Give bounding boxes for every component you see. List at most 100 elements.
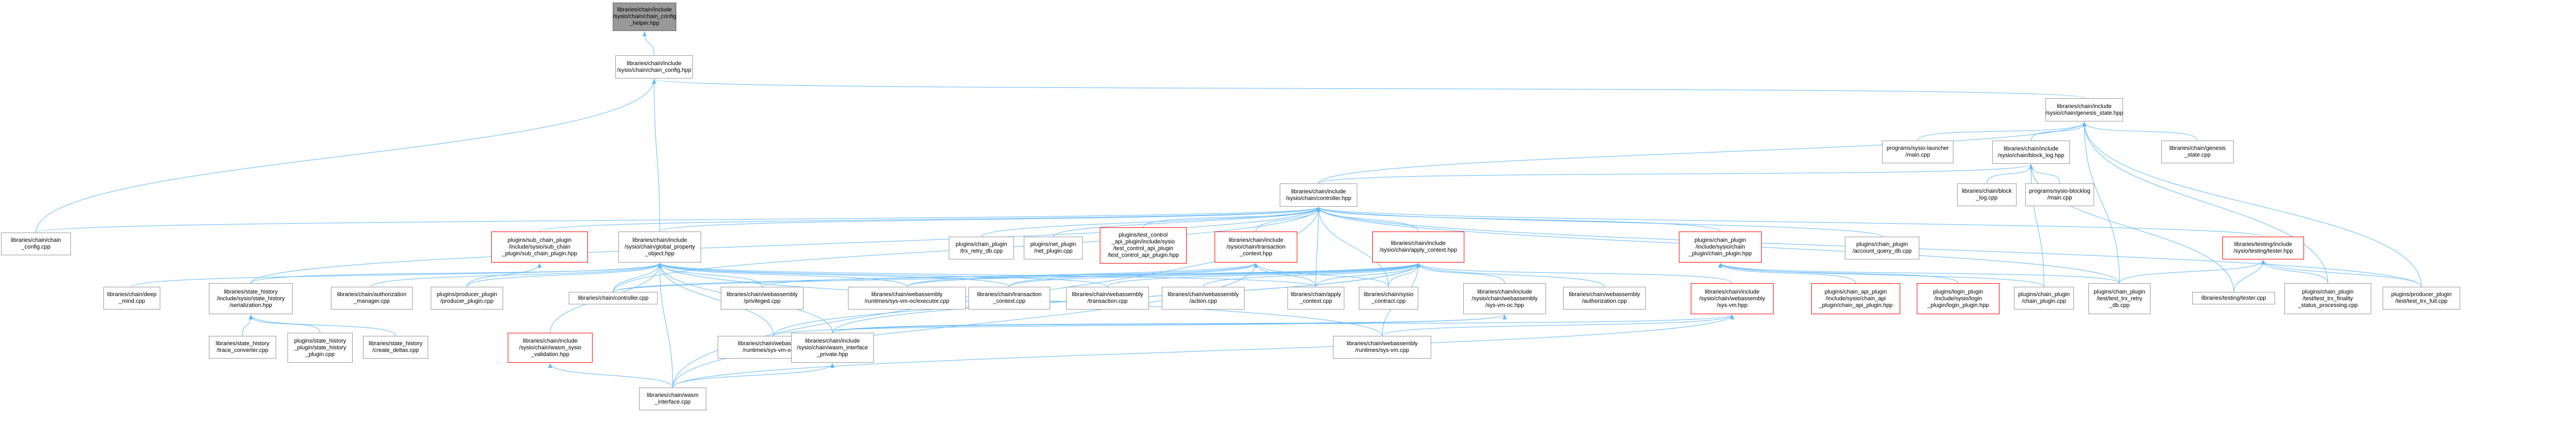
node-global-property[interactable]: libraries/chain/include /sysio/chain/glo…: [618, 232, 701, 263]
node-wasm-sysio-validation[interactable]: libraries/chain/include /sysio/chain/was…: [508, 333, 593, 363]
edge-block-log-to-controller: [1318, 164, 2033, 184]
node-transaction-context-cpp[interactable]: libraries/chain/transaction _context.cpp: [968, 287, 1050, 310]
edge-genesis-state-to-test-trx-full: [2082, 121, 2422, 287]
node-testing-tester[interactable]: libraries/testing/include /sysio/testing…: [2222, 237, 2304, 259]
edge-controller-to-testing-tester: [1316, 207, 2264, 237]
node-state-history-serialization[interactable]: libraries/state_history /include/sysio/s…: [209, 283, 293, 314]
node-controller-cpp[interactable]: libraries/chain/controller.cpp: [569, 292, 658, 304]
edge-sys-vm-oc-hpp-to-wasm-interface-private: [832, 314, 1507, 333]
edge-controller-to-account-query-db: [1316, 207, 1883, 237]
edge-controller-to-apply-context: [1316, 207, 1419, 232]
node-sys-vm-hpp[interactable]: libraries/chain/include /sysio/chain/web…: [1691, 283, 1774, 314]
node-sys-vm-cpp[interactable]: libraries/chain/webassembly /runtimes/sy…: [1333, 336, 1431, 359]
node-test-control[interactable]: plugins/test_control _api_plugin/include…: [1100, 227, 1187, 264]
edge-sys-vm-oc-hpp-to-sys-vm-oc-cpp: [773, 314, 1507, 336]
node-transaction-context[interactable]: libraries/chain/include /sysio/chain/tra…: [1215, 232, 1297, 263]
edge-apply-context-to-sys-vm-oc-hpp: [1416, 263, 1505, 284]
edge-controller-to-chain-plugin-hpp: [1316, 207, 1721, 232]
edge-state-history-serialization-to-state-history-plugin: [249, 314, 321, 333]
edge-chain-config-to-global-property: [652, 79, 660, 232]
node-trace-converter[interactable]: libraries/state_history /trace_converter…: [209, 336, 276, 359]
edge-apply-context-to-sys-vm-hpp: [1416, 263, 1733, 284]
node-deep-mind[interactable]: libraries/chain/deep _mind.cpp: [103, 287, 160, 310]
edge-global-property-to-webassembly-transaction: [658, 263, 1108, 287]
node-create-deltas[interactable]: libraries/state_history /create_deltas.c…: [363, 336, 428, 359]
node-test-trx-full[interactable]: plugins/producer_plugin /test/test_trx_f…: [2383, 287, 2460, 310]
edge-global-property-to-state-history-serialization: [250, 263, 662, 284]
node-chain-plugin-hpp[interactable]: plugins/chain_plugin /include/sysio/chai…: [1679, 232, 1762, 263]
edge-controller-to-chain-config-cpp: [36, 207, 1321, 233]
node-sys-vm-oc-hpp[interactable]: libraries/chain/include /sysio/chain/web…: [1463, 283, 1546, 314]
node-webassembly-authorization[interactable]: libraries/chain/webassembly /authorizati…: [1563, 287, 1646, 310]
edge-apply-context-to-webassembly-action: [1203, 263, 1420, 287]
edge-global-property-to-authorization-manager: [371, 263, 662, 287]
node-chain-config-cpp[interactable]: libraries/chain/chain _config.cpp: [1, 233, 71, 255]
edge-testing-tester-to-test-trx-full: [2261, 259, 2422, 287]
node-webassembly-action[interactable]: libraries/chain/webassembly /action.cpp: [1162, 287, 1245, 310]
edge-genesis-state-to-genesis-state-cpp: [2082, 121, 2198, 141]
node-sys-vm-oc-executor[interactable]: libraries/chain/webassembly /runtimes/sy…: [848, 287, 966, 310]
node-genesis-state-cpp[interactable]: libraries/chain/genesis _state.cpp: [2161, 141, 2234, 163]
node-chain-plugin-cpp[interactable]: plugins/chain_plugin /chain_plugin.cpp: [2014, 287, 2074, 310]
edge-block-log-to-sysio-blocklog: [2029, 164, 2060, 184]
edge-genesis-state-to-controller: [1318, 121, 2086, 184]
edge-controller-to-global-property: [659, 207, 1321, 232]
edge-state-history-serialization-to-trace-converter: [242, 314, 253, 336]
node-test-trx-finality[interactable]: plugins/chain_plugin /test/test_trx_fina…: [2284, 283, 2371, 314]
node-account-query-db[interactable]: plugins/chain_plugin /account_query_db.c…: [1845, 237, 1919, 259]
edge-wasm-interface-private-to-wasm-interface-cpp: [672, 363, 835, 388]
node-sysio-contract[interactable]: libraries/chain/sysio _contract.cpp: [1359, 287, 1418, 310]
edge-apply-context-to-webassembly-transaction: [1107, 263, 1420, 287]
edge-sub-chain-plugin-to-producer-plugin-cpp: [466, 263, 542, 287]
node-login-plugin[interactable]: plugins/login_plugin /include/sysio/logi…: [1917, 283, 1999, 314]
edge-sys-vm-hpp-to-sys-vm-cpp: [1382, 314, 1734, 336]
node-genesis-state[interactable]: libraries/chain/include /sysio/chain/gen…: [2045, 98, 2123, 121]
edge-testing-tester-to-test-trx-finality: [2261, 259, 2328, 284]
node-apply-context[interactable]: libraries/chain/include /sysio/chain/app…: [1372, 232, 1464, 263]
edge-wasm-sysio-validation-to-wasm-interface-cpp: [548, 363, 673, 388]
node-wasm-interface-cpp[interactable]: libraries/chain/wasm _interface.cpp: [639, 388, 706, 410]
edge-global-property-to-producer-plugin-cpp: [466, 263, 662, 287]
node-block-log-cpp[interactable]: libraries/chain/block _log.cpp: [1957, 183, 2017, 206]
edge-global-property-to-apply-context-cpp: [658, 263, 1316, 287]
edge-sys-vm-hpp-to-wasm-interface-cpp: [672, 314, 1734, 388]
edge-apply-context-to-sys-vm-oc-executor: [906, 263, 1420, 287]
edge-global-property-to-wasm-interface-cpp: [658, 263, 673, 388]
node-state-history-plugin[interactable]: plugins/state_history _plugin/state_hist…: [287, 333, 353, 363]
node-producer-plugin-cpp[interactable]: plugins/producer_plugin /producer_plugin…: [431, 287, 503, 310]
edge-chain-plugin-hpp-to-test-trx-retry-db: [1718, 263, 2120, 284]
edge-apply-context-to-transaction-context-cpp: [1009, 263, 1420, 287]
edge-chain-config-helper-to-chain-config: [642, 31, 655, 56]
node-trx-retry-db[interactable]: plugins/chain_plugin /trx_retry_db.cpp: [949, 237, 1014, 259]
edge-genesis-state-to-test-trx-retry-db: [2082, 121, 2120, 284]
node-authorization-manager[interactable]: libraries/chain/authorization _manager.c…: [331, 287, 413, 310]
edge-transaction-context-to-controller-cpp: [613, 263, 1258, 292]
edge-block-log-to-block-log-cpp: [1987, 164, 2033, 184]
node-tester-cpp[interactable]: libraries/testing/tester.cpp: [2192, 292, 2275, 304]
node-webassembly-transaction[interactable]: libraries/chain/webassembly /transaction…: [1066, 287, 1149, 310]
node-webassembly-privileged[interactable]: libraries/chain/webassembly /privileged.…: [721, 287, 804, 310]
edge-sys-vm-hpp-to-wasm-interface-private: [832, 314, 1734, 333]
edge-testing-tester-to-test-trx-retry-db: [2119, 259, 2265, 284]
edge-global-property-to-deep-mind: [131, 263, 662, 287]
node-net-plugin[interactable]: plugins/net_plugin /net_plugin.cpp: [1024, 237, 1083, 259]
edge-testing-tester-to-tester-cpp: [2233, 259, 2265, 292]
node-wasm-interface-private[interactable]: libraries/chain/include /sysio/chain/was…: [791, 333, 874, 363]
edge-chain-plugin-hpp-to-chain-api-plugin: [1718, 263, 1856, 284]
node-sub-chain-plugin[interactable]: plugins/sub_chain_plugin /include/sysio/…: [491, 232, 588, 263]
edge-genesis-state-to-sysio-launcher: [1917, 121, 2086, 141]
edge-chain-config-to-genesis-state: [652, 79, 2085, 99]
node-block-log[interactable]: libraries/chain/include /sysio/chain/blo…: [1992, 141, 2070, 164]
node-chain-config[interactable]: libraries/chain/include /sysio/chain/cha…: [615, 55, 693, 79]
edge-controller-to-sub-chain-plugin: [539, 207, 1321, 232]
node-sysio-launcher[interactable]: programs/sysio-launcher /main.cpp: [1882, 141, 1953, 163]
node-sysio-blocklog[interactable]: programs/sysio-blocklog /main.cpp: [2025, 183, 2094, 206]
node-controller[interactable]: libraries/chain/include /sysio/chain/con…: [1280, 183, 1357, 207]
node-test-trx-retry-db[interactable]: plugins/chain_plugin /test/test_trx_retr…: [2088, 283, 2150, 314]
node-chain-api-plugin[interactable]: plugins/chain_api_plugin /include/sysio/…: [1811, 283, 1900, 314]
node-apply-context-cpp[interactable]: libraries/chain/apply _context.cpp: [1287, 287, 1344, 310]
edge-apply-context-to-webassembly-privileged: [762, 263, 1420, 287]
edge-controller-to-trx-retry-db: [981, 207, 1321, 237]
